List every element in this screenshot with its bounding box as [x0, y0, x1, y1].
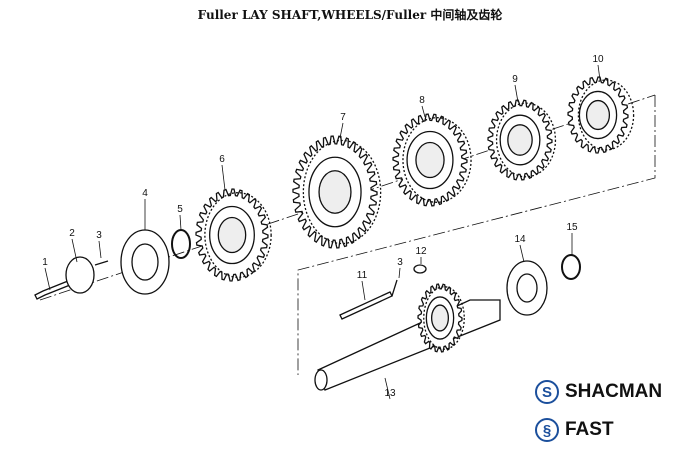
leader-line: [179, 214, 182, 231]
leader-line: [98, 240, 102, 259]
callout-label: 11: [357, 270, 368, 281]
brand-name: FAST: [565, 419, 614, 440]
bolt-part-1: [34, 280, 71, 300]
leader-line: [221, 164, 226, 191]
shaft-gear: [417, 283, 465, 353]
callout-label: 7: [340, 112, 346, 123]
diagram-title: Fuller LAY SHAFT,WHEELS/Fuller 中间轴及齿轮: [197, 8, 503, 22]
gear-part-8: [392, 113, 472, 207]
woodruff-key-part-12: [413, 264, 427, 274]
bearing-part-14: [506, 260, 548, 316]
leader-line: [71, 238, 78, 263]
leader-line: [44, 267, 51, 291]
snap-ring-part-15: [561, 254, 581, 280]
pin-part-3b: [391, 279, 398, 297]
callout-label: 1: [42, 257, 48, 268]
gear-hub: [209, 205, 255, 265]
callout-label: 5: [177, 204, 183, 215]
gear-hub: [308, 156, 362, 228]
callout-label: 15: [566, 222, 578, 233]
callout-label: 2: [69, 228, 75, 239]
gear-part-9: [487, 99, 557, 181]
gear-hub: [406, 130, 454, 190]
callout-label: 14: [514, 234, 526, 245]
gear-back-face: [204, 192, 272, 278]
bearing-inner-race: [131, 243, 159, 281]
leader-line: [514, 84, 519, 103]
brand-fast: § FAST: [535, 418, 614, 442]
gear-bore: [585, 99, 611, 131]
gear-back-face: [423, 286, 465, 350]
gear-bore: [507, 124, 533, 156]
shaft-end: [314, 369, 328, 391]
callout-label: 3: [96, 230, 102, 241]
shacman-logo-icon: S: [535, 380, 559, 404]
brand-name: SHACMAN: [565, 381, 663, 402]
snap-ring-part-5: [171, 229, 191, 259]
gear-hub: [499, 114, 541, 166]
callout-label: 6: [219, 154, 225, 165]
gear-part-7: [292, 135, 382, 249]
leader-line: [597, 64, 601, 81]
gear-back-face: [402, 117, 472, 203]
callout-label: 12: [415, 246, 427, 257]
assembly-guide-line: [297, 95, 656, 375]
callout-label: 3: [397, 257, 403, 268]
gear-part-10: [567, 76, 635, 154]
gear-back-face: [302, 139, 382, 245]
leader-line: [384, 377, 391, 400]
leader-line: [519, 244, 525, 263]
brand-shacman: S SHACMAN: [535, 380, 662, 404]
gear-hub: [425, 296, 455, 340]
gear-part-6: [195, 188, 272, 282]
callout-label: 4: [142, 188, 148, 199]
gear-bore: [217, 216, 247, 254]
callout-label: 9: [512, 74, 518, 85]
gear-back-face: [495, 102, 557, 178]
gear-back-face: [577, 79, 635, 151]
callout-label: 8: [419, 95, 425, 106]
leader-line: [421, 105, 426, 118]
leader-line: [361, 280, 366, 301]
gear-bore: [430, 304, 450, 332]
callout-label: 10: [592, 54, 604, 65]
cover-plate-part-2: [65, 256, 95, 294]
pin-part-3: [94, 260, 109, 266]
key-part-11: [339, 291, 393, 320]
bearing-inner-race: [516, 273, 538, 303]
callout-label: 13: [384, 388, 396, 399]
gear-bore: [318, 170, 352, 214]
leader-line: [339, 122, 344, 139]
fast-logo-icon: §: [535, 418, 559, 442]
gear-bore: [415, 141, 445, 179]
gear-hub: [578, 90, 618, 140]
bearing-part-4: [120, 229, 170, 295]
leader-line: [398, 267, 401, 279]
